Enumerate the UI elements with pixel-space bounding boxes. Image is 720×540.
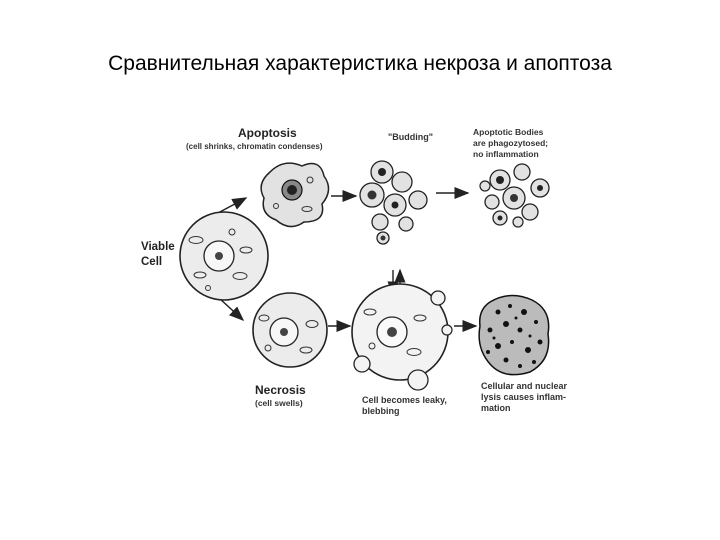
lysed-cell [478, 294, 550, 376]
slide-title: Сравнительная характеристика некроза и а… [108, 52, 612, 75]
label-leaky-1: Cell becomes leaky, [362, 395, 447, 405]
apoptotic-cell [260, 162, 330, 228]
label-necrosis: Necrosis [255, 383, 306, 397]
label-necrosis-sub: (cell swells) [255, 398, 303, 408]
arrow-to-necrosis [218, 297, 245, 322]
label-lysis-1: Cellular and nuclear [481, 381, 568, 391]
label-viable-2: Cell [141, 256, 162, 268]
label-lysis-3: mation [481, 403, 511, 413]
arrow-to-apoptosis [217, 197, 248, 214]
swollen-cell [252, 292, 328, 368]
label-budding: "Budding" [388, 132, 433, 142]
label-bodies-3: no inflammation [473, 149, 539, 159]
viable-cell [179, 211, 269, 301]
label-apoptosis: Apoptosis [238, 126, 297, 140]
budding-cell [359, 160, 428, 245]
label-leaky-2: blebbing [362, 406, 400, 416]
label-bodies-2: are phagozytosed; [473, 138, 548, 148]
apoptotic-bodies [479, 163, 550, 228]
label-bodies-1: Apoptotic Bodies [473, 127, 544, 137]
leaky-cell [351, 283, 453, 391]
label-viable-1: Viable [141, 241, 175, 253]
label-apoptosis-sub: (cell shrinks, chromatin condenses) [186, 142, 323, 151]
label-lysis-2: lysis causes inflam- [481, 392, 566, 402]
